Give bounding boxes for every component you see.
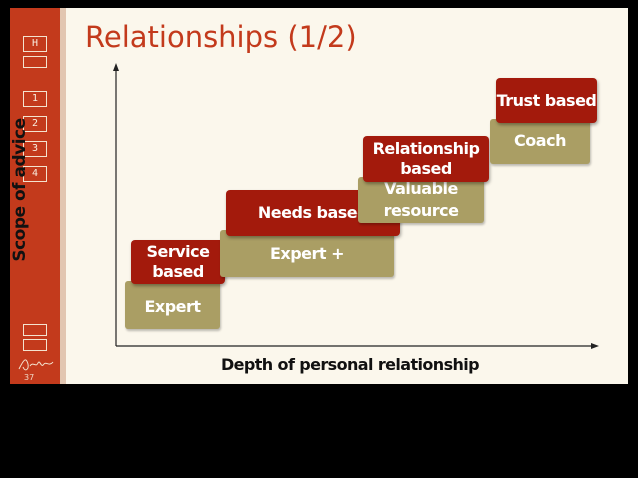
page-title: Relationships (1/2)	[85, 20, 357, 54]
nav-blank-button[interactable]	[23, 56, 47, 68]
step-box-valuable-resource: Valuable resource	[358, 177, 484, 223]
sidebar: H 1 2 3 4 37	[10, 8, 60, 384]
y-axis-label: Scope of advice	[10, 118, 30, 262]
step-label-trust-based: Trust based	[496, 78, 597, 123]
step-box-expert-plus: Expert +	[220, 230, 394, 277]
nav-prev-button[interactable]	[23, 324, 47, 336]
page-number: 37	[24, 373, 35, 382]
nav-section-1-button[interactable]: 1	[23, 91, 47, 107]
nav-section-2-button[interactable]: 2	[23, 116, 47, 132]
x-axis-arrow	[591, 343, 599, 349]
step-box-expert: Expert	[125, 281, 220, 329]
step-label-service-based: Service based	[131, 240, 225, 284]
nav-next-button[interactable]	[23, 339, 47, 351]
axes	[113, 63, 599, 349]
y-axis-arrow	[113, 63, 119, 71]
signature-logo	[18, 359, 54, 371]
nav-section-4-button[interactable]: 4	[23, 166, 47, 182]
x-axis-label: Depth of personal relationship	[220, 355, 480, 374]
slide: H 1 2 3 4 37 Relationships (1/2) Scope o…	[10, 8, 628, 384]
nav-home-button[interactable]: H	[23, 36, 47, 52]
sidebar-strip	[60, 8, 66, 384]
step-box-coach: Coach	[490, 119, 590, 164]
nav-section-3-button[interactable]: 3	[23, 141, 47, 157]
step-label-relationship-based: Relationship based	[363, 136, 489, 182]
